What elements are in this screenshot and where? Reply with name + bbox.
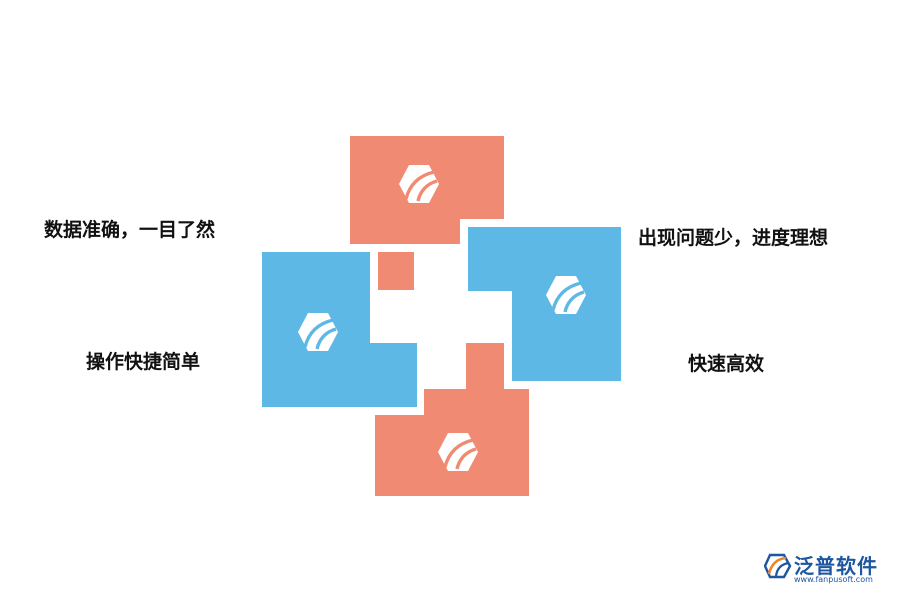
right-block <box>468 227 621 381</box>
label-bottom-right: 快速高效 <box>688 353 765 375</box>
bottom-block <box>375 343 529 496</box>
label-top-right: 出现问题少，进度理想 <box>638 227 829 249</box>
left-block-hexagon-leaf-icon <box>298 313 338 351</box>
brand-name: 泛普软件 <box>794 554 878 578</box>
brand-logo: 泛普软件 www.fanpusoft.com <box>764 550 888 590</box>
label-top-left: 数据准确，一目了然 <box>44 219 216 241</box>
top-block-hexagon-leaf-icon <box>399 165 439 203</box>
brand-leaf-icon <box>764 553 792 579</box>
label-bottom-left: 操作快捷简单 <box>86 351 201 373</box>
small-square <box>378 252 414 290</box>
left-block <box>262 252 417 407</box>
right-block-hexagon-leaf-icon <box>546 276 586 314</box>
brand-url: www.fanpusoft.com <box>794 575 873 584</box>
bottom-block-hexagon-leaf-icon <box>438 433 478 471</box>
